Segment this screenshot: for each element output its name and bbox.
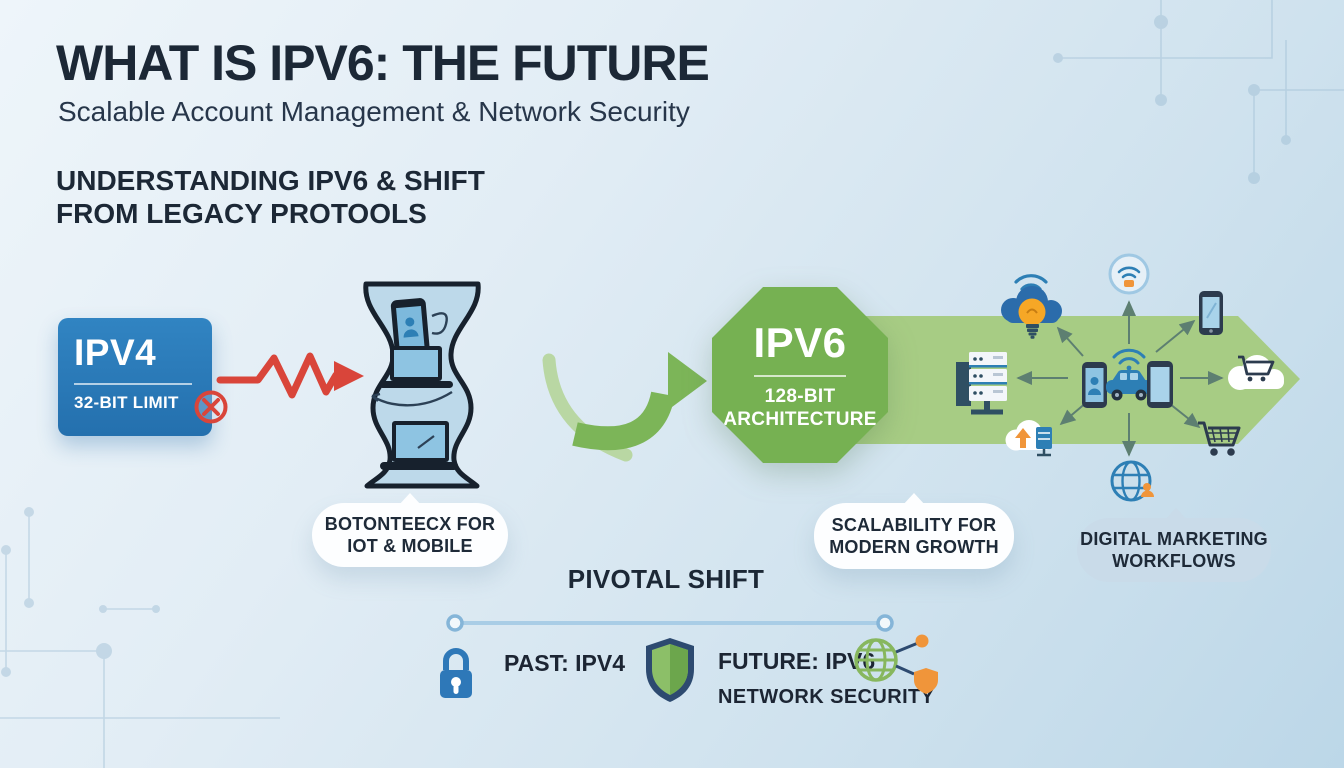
iot-badge-icon [1108,253,1150,295]
cloud-lightbulb-icon [1001,274,1062,339]
smartphone-icon [1147,361,1173,408]
section-heading-line2: FROM LEGACY PROTOOLS [56,198,427,230]
zigzag-arrow-icon [216,352,364,399]
cloud-upload-icon [1005,420,1052,457]
server-rack-icon [956,352,1007,415]
smartphone-icon [1082,362,1107,408]
ipv6-octagon-divider [754,374,846,377]
page-subtitle: Scalable Account Management & Network Se… [58,96,690,127]
bottleneck-devices-icon [363,281,481,489]
workflows-caption-line1: DIGITAL MARKETING [1080,528,1268,549]
bottleneck-caption: BOTONTEECX FOR IOT & MOBILE [312,503,508,567]
laptop-icon [379,346,453,388]
ipv6-octagon: IPV6 128-BIT ARCHITECTURE [712,287,888,463]
timeline-heading: PIVOTAL SHIFT [567,564,765,594]
curved-arrow-icon [542,352,707,462]
ipv4-card-subtitle: 32-BIT LIMIT [74,393,179,412]
cloud-cart-icon [1228,355,1284,390]
bottleneck-caption-line1: BOTONTEECX FOR [324,513,496,534]
ipv4-card: IPV4 32-BIT LIMIT [58,318,212,436]
bottleneck-caption-line2: IOT & MOBILE [347,536,473,556]
wifi-icon [1112,348,1146,371]
shield-icon [646,638,694,702]
future-label: FUTURE: IPV6 [718,648,876,674]
circuit-pattern-bottom-left [0,507,280,768]
growth-band-arrow [848,316,1300,444]
shopping-cart-icon [1198,421,1241,456]
connected-car-icon [1106,370,1152,401]
security-label: NETWORK SECURITY [718,686,935,708]
padlock-icon [440,648,472,698]
past-label: PAST: IPV4 [504,650,625,676]
scalability-caption-line1: SCALABILITY FOR [831,514,997,535]
ipv6-octagon-sub2: ARCHITECTURE [723,409,877,430]
globe-icon [1110,460,1154,502]
timeline-line [446,614,894,632]
smartphone-icon [390,298,431,361]
workflows-caption-line2: WORKFLOWS [1112,551,1236,571]
laptop-icon [380,421,458,470]
section-heading: UNDERSTANDING IPV6 & SHIFT FROM LEGACY P… [56,164,485,230]
scalability-caption: SCALABILITY FOR MODERN GROWTH [814,503,1014,569]
network-arrows [1016,300,1224,457]
smartphone-icon [1199,291,1223,335]
ipv6-octagon-sub1: 128-BIT [764,385,836,407]
ipv4-card-title: IPV4 [74,332,157,373]
prohibition-icon [194,390,228,424]
section-heading-line1: UNDERSTANDING IPV6 & SHIFT [56,165,485,196]
connected-car-cluster [1082,348,1173,408]
network-icon-cluster [956,253,1284,502]
ipv6-octagon-title: IPV6 [753,318,847,366]
ipv4-card-divider [74,383,192,385]
page-title: WHAT IS IPV6: THE FUTURE [56,35,710,91]
circuit-pattern-top-right [1053,0,1344,184]
globe-security-icon [854,634,938,694]
scalability-caption-line2: MODERN GROWTH [829,537,999,557]
workflows-caption: DIGITAL MARKETING WORKFLOWS [1077,518,1271,582]
